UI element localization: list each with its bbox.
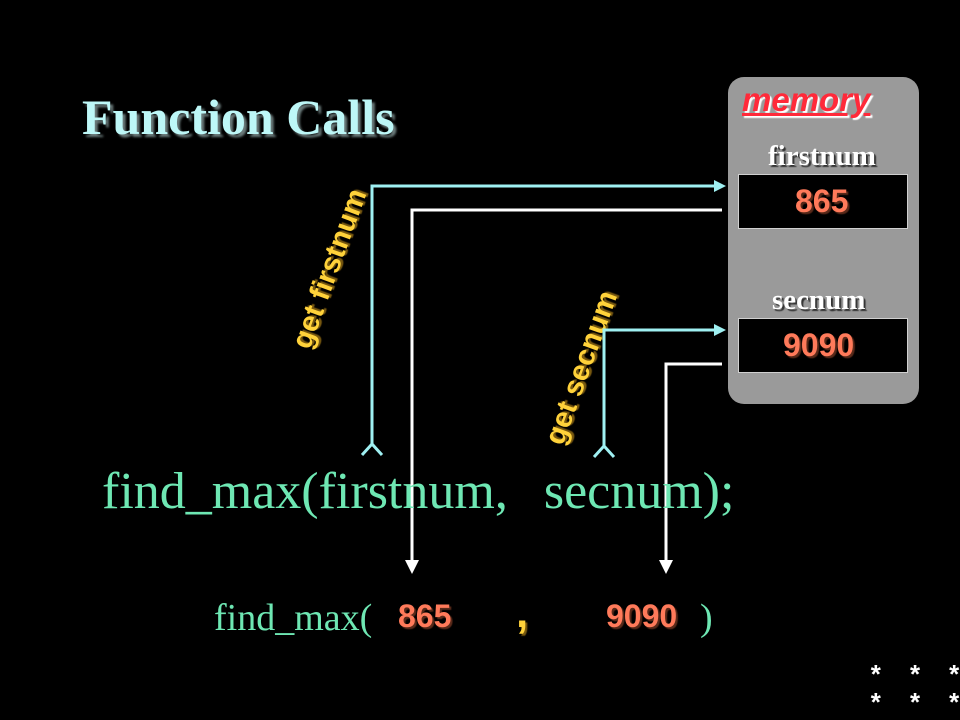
get-secnum-arrow bbox=[592, 324, 726, 459]
firstnum-value: 865 bbox=[795, 183, 849, 219]
get-firstnum-arrow bbox=[360, 180, 726, 457]
value-call-close: ) bbox=[700, 597, 713, 639]
nav-marker-top: * * * bbox=[868, 662, 960, 692]
slide-title: Function Calls bbox=[82, 89, 395, 145]
secnum-value: 9090 bbox=[783, 327, 855, 363]
secnum-label: secnum bbox=[772, 284, 866, 316]
memory-label: memory bbox=[742, 81, 871, 118]
call-arg-secnum: secnum); bbox=[543, 463, 735, 520]
call-func-name: find_max( bbox=[102, 463, 319, 520]
value-call-comma: , bbox=[516, 588, 529, 637]
firstnum-label: firstnum bbox=[768, 140, 876, 172]
firstnum-cell bbox=[738, 174, 908, 229]
pass-secnum-arrow bbox=[659, 362, 722, 574]
nav-marker-bottom: * * * bbox=[868, 690, 960, 720]
value-call-func: find_max( bbox=[214, 597, 373, 639]
function-call: find_max(firstnum, secnum); bbox=[102, 462, 734, 521]
secnum-cell bbox=[738, 318, 908, 373]
pass-firstnum-arrow bbox=[405, 208, 722, 574]
value-call-865: 865 bbox=[398, 598, 452, 634]
value-call-9090: 9090 bbox=[606, 598, 678, 634]
call-arg-firstnum: firstnum, bbox=[318, 463, 508, 520]
